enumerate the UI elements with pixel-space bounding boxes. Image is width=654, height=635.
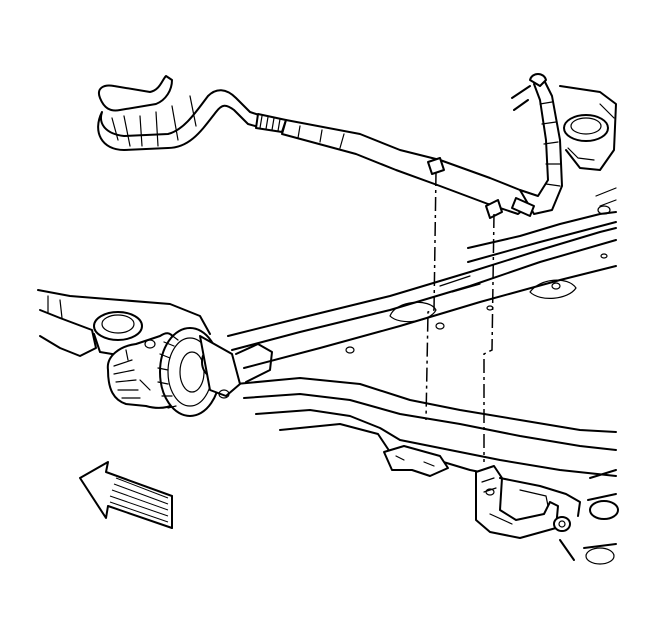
lower-right-structure [559, 469, 619, 565]
front-direction-arrow [79, 461, 173, 529]
mounting-bracket [383, 445, 581, 539]
harness-retainer-clip [427, 157, 503, 219]
front-frame-crossmember [227, 187, 617, 477]
differential-housing [106, 327, 273, 417]
upper-right-structure [511, 85, 617, 171]
alignment-lines [425, 171, 495, 462]
wiring-harness [97, 73, 563, 217]
